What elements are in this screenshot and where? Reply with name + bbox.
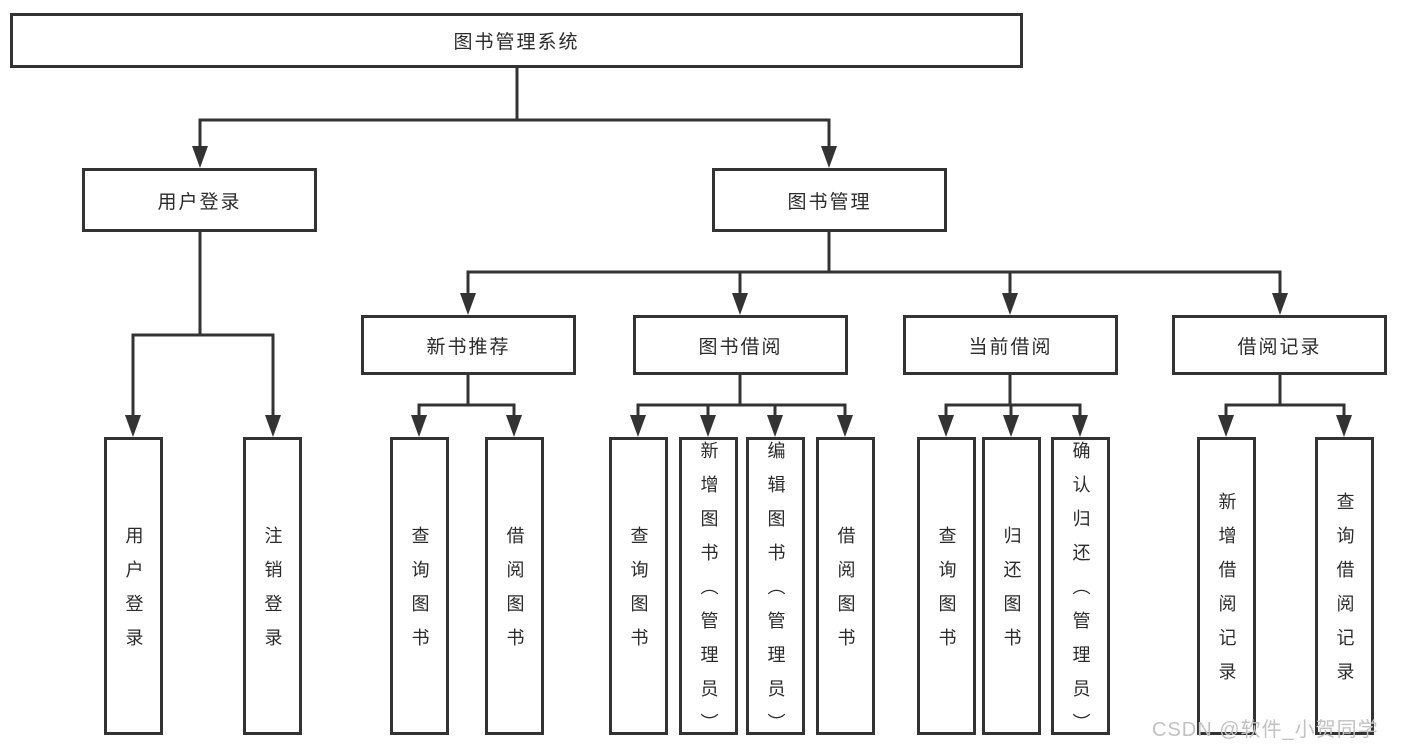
tree-edges	[131, 68, 1346, 417]
node-recommend-query-books: 查询图书	[390, 437, 449, 735]
arrow-icon	[1218, 415, 1234, 437]
node-current-query-books: 查询图书	[917, 437, 976, 735]
node-label: 新增图书（管理员）	[698, 441, 719, 747]
node-label: 借阅记录	[1237, 336, 1322, 358]
arrow-icon	[1072, 415, 1088, 437]
node-borrowing-query-books: 查询图书	[609, 437, 668, 735]
arrow-icon	[125, 415, 141, 437]
arrow-icon	[837, 415, 853, 437]
node-root: 图书管理系统	[10, 13, 1023, 68]
node-user-login: 用户登录	[82, 168, 317, 232]
node-label: 注销登录	[262, 526, 283, 662]
node-label: 当前借阅	[968, 336, 1053, 358]
node-label: 编辑图书（管理员）	[765, 441, 786, 747]
node-user-login-leaf: 用户登录	[104, 437, 163, 735]
node-add-books-admin: 新增图书（管理员）	[679, 437, 738, 747]
arrow-icon	[411, 415, 427, 437]
node-label: 新增借阅记录	[1216, 492, 1237, 696]
node-confirm-return-admin: 确认归还（管理员）	[1051, 437, 1110, 747]
arrow-icon	[460, 293, 476, 315]
arrow-icon	[1002, 293, 1018, 315]
node-label: 查询借阅记录	[1334, 492, 1355, 696]
csdn-watermark: CSDN @软件_小贺同学	[1152, 719, 1379, 741]
arrow-icon	[265, 415, 281, 437]
node-label: 查询图书	[936, 526, 957, 662]
node-label: 确认归还（管理员）	[1070, 441, 1091, 747]
node-label: 用户登录	[123, 526, 144, 662]
arrow-icon	[1272, 293, 1288, 315]
node-current-borrowing: 当前借阅	[903, 315, 1118, 375]
arrow-icon	[700, 415, 716, 437]
node-label: 图书管理系统	[453, 32, 580, 53]
node-label: 借阅图书	[504, 526, 525, 662]
node-book-management: 图书管理	[712, 168, 947, 232]
arrow-icon	[938, 415, 954, 437]
arrow-icon	[630, 415, 646, 437]
arrow-icon	[821, 146, 837, 168]
node-label: 用户登录	[157, 191, 242, 213]
arrow-icon	[1336, 415, 1352, 437]
node-borrowing-borrow-books: 借阅图书	[816, 437, 875, 735]
arrow-icon	[506, 415, 522, 437]
node-label: 查询图书	[628, 526, 649, 662]
node-label: 查询图书	[409, 526, 430, 662]
arrow-icon	[732, 293, 748, 315]
node-query-borrow-record: 查询借阅记录	[1315, 437, 1374, 735]
arrow-icon	[1003, 415, 1019, 437]
node-label: 新书推荐	[426, 336, 511, 358]
node-edit-books-admin: 编辑图书（管理员）	[746, 437, 805, 747]
node-recommend-borrow-books: 借阅图书	[485, 437, 544, 735]
node-logout: 注销登录	[243, 437, 302, 735]
node-label: 借阅图书	[835, 526, 856, 662]
arrowheads	[125, 146, 1352, 437]
node-book-borrowing: 图书借阅	[633, 315, 848, 375]
arrow-icon	[192, 146, 208, 168]
node-label: 图书借阅	[698, 336, 783, 358]
node-label: 图书管理	[787, 191, 872, 213]
node-add-borrow-record: 新增借阅记录	[1197, 437, 1256, 735]
node-return-books: 归还图书	[982, 437, 1041, 735]
node-borrowing-records: 借阅记录	[1172, 315, 1387, 375]
arrow-icon	[767, 415, 783, 437]
node-label: 归还图书	[1001, 526, 1022, 662]
node-new-book-recommend: 新书推荐	[361, 315, 576, 375]
